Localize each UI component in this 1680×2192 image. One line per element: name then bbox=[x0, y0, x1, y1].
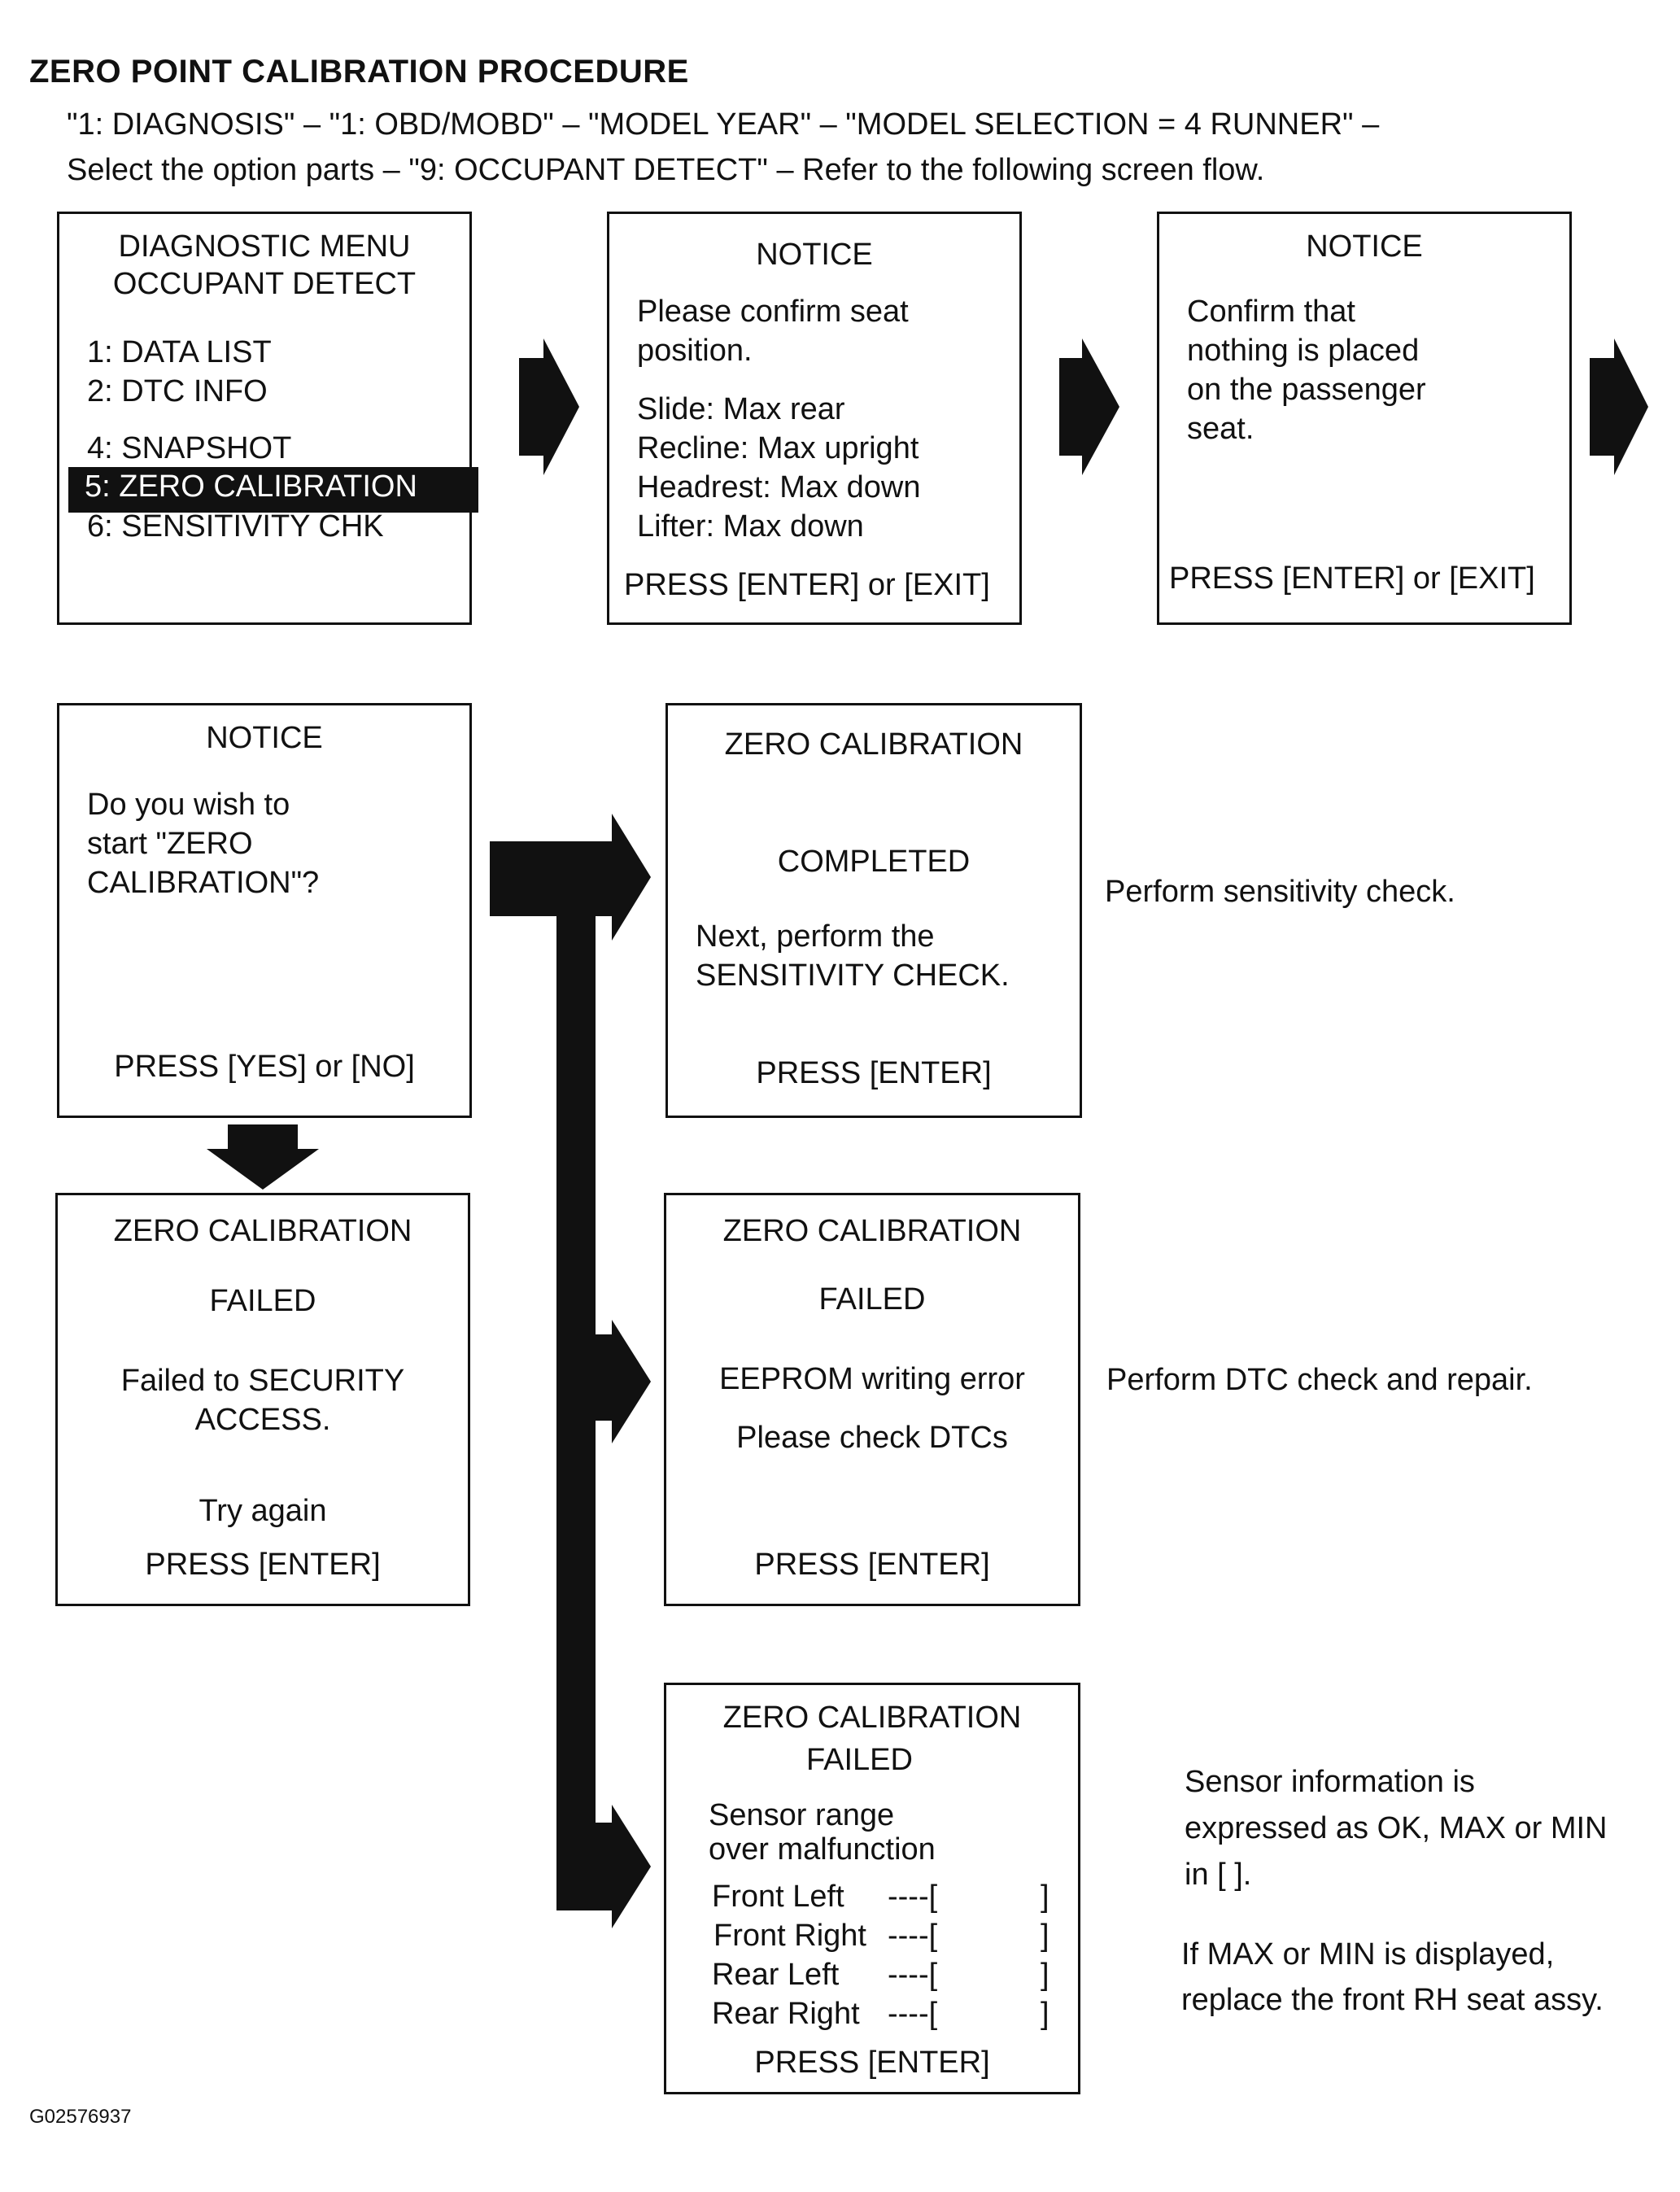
setting-slide: Slide: Max rear bbox=[637, 392, 845, 426]
page-title: ZERO POINT CALIBRATION PROCEDURE bbox=[29, 54, 689, 90]
sensor-bracket-rear-right: ] bbox=[1041, 1997, 1049, 2031]
question-line-3: CALIBRATION"? bbox=[87, 866, 320, 900]
notice-header: NOTICE bbox=[756, 238, 873, 272]
press-enter: PRESS [ENTER] bbox=[754, 1548, 990, 1582]
notice-header: NOTICE bbox=[1306, 229, 1423, 264]
screen-header: ZERO CALIBRATION bbox=[724, 727, 1023, 762]
sensor-label-rear-right: Rear Right bbox=[712, 1997, 860, 2031]
failed-security-access-screen: ZERO CALIBRATION FAILED Failed to SECURI… bbox=[55, 1193, 470, 1606]
arrow-right-3 bbox=[1590, 338, 1648, 475]
press-enter: PRESS [ENTER] bbox=[754, 2046, 990, 2080]
sensor-bracket-front-right: ] bbox=[1041, 1919, 1049, 1953]
notice-line-2: nothing is placed bbox=[1187, 334, 1420, 368]
sensor-label-rear-left: Rear Left bbox=[712, 1958, 840, 1992]
menu-item-snapshot[interactable]: 4: SNAPSHOT bbox=[87, 431, 292, 465]
notice-line-3: on the passenger bbox=[1187, 373, 1426, 407]
menu-header-2: OCCUPANT DETECT bbox=[112, 267, 417, 301]
sensor-bracket-front-left: ] bbox=[1041, 1880, 1049, 1914]
status-failed: FAILED bbox=[806, 1743, 913, 1777]
arrow-down bbox=[207, 1124, 319, 1190]
sensor-dash-front-right: ----[ bbox=[888, 1919, 938, 1953]
notice-seat-position-screen: NOTICE Please confirm seat position. Sli… bbox=[607, 212, 1022, 625]
notice-line-4: seat. bbox=[1187, 412, 1255, 446]
status-failed: FAILED bbox=[818, 1282, 926, 1317]
note-sensor-info-2: expressed as OK, MAX or MIN bbox=[1185, 1811, 1608, 1845]
question-line-1: Do you wish to bbox=[87, 788, 290, 822]
screen-header: ZERO CALIBRATION bbox=[722, 1214, 1022, 1248]
notice-line-1: Confirm that bbox=[1187, 295, 1355, 329]
menu-item-data-list[interactable]: 1: DATA LIST bbox=[87, 335, 272, 369]
menu-item-zero-calibration-label: 5: ZERO CALIBRATION bbox=[85, 469, 417, 504]
sensor-range-line-1: Sensor range bbox=[709, 1798, 895, 1832]
sensor-label-front-left: Front Left bbox=[712, 1880, 844, 1914]
notice-start-calibration-screen: NOTICE Do you wish to start "ZERO CALIBR… bbox=[57, 703, 472, 1118]
setting-lifter: Lifter: Max down bbox=[637, 509, 864, 544]
notice-confirm-line-1: Please confirm seat bbox=[637, 295, 909, 329]
note-sensor-info-1: Sensor information is bbox=[1185, 1765, 1475, 1799]
menu-header-1: DIAGNOSTIC MENU bbox=[118, 229, 411, 264]
notice-confirm-line-2: position. bbox=[637, 334, 753, 368]
note-sensor-info-3: in [ ]. bbox=[1185, 1858, 1252, 1892]
press-enter: PRESS [ENTER] bbox=[145, 1548, 381, 1582]
branch-connector bbox=[490, 814, 651, 1928]
figure-id: G02576937 bbox=[29, 2106, 132, 2128]
arrow-right-1 bbox=[519, 338, 579, 475]
eeprom-error-screen: ZERO CALIBRATION FAILED EEPROM writing e… bbox=[664, 1193, 1080, 1606]
diagnostic-menu-screen: DIAGNOSTIC MENU OCCUPANT DETECT 1: DATA … bbox=[57, 212, 472, 625]
note-dtc-check: Perform DTC check and repair. bbox=[1106, 1363, 1533, 1397]
notice-passenger-seat-screen: NOTICE Confirm that nothing is placed on… bbox=[1157, 212, 1572, 625]
screen-header: ZERO CALIBRATION bbox=[722, 1701, 1022, 1735]
try-again-text: Try again bbox=[199, 1494, 327, 1528]
sensor-dash-rear-right: ----[ bbox=[888, 1997, 938, 2031]
intro-line-2: Select the option parts – "9: OCCUPANT D… bbox=[67, 153, 1265, 187]
failure-line-1: Failed to SECURITY bbox=[120, 1364, 405, 1398]
next-step-line-1: Next, perform the bbox=[696, 919, 935, 954]
press-enter-or-exit: PRESS [ENTER] or [EXIT] bbox=[624, 568, 990, 602]
sensor-range-error-screen: ZERO CALIBRATION FAILED Sensor range ove… bbox=[664, 1683, 1080, 2094]
menu-item-dtc-info[interactable]: 2: DTC INFO bbox=[87, 374, 268, 408]
setting-headrest: Headrest: Max down bbox=[637, 470, 921, 504]
sensor-bracket-rear-left: ] bbox=[1041, 1958, 1049, 1992]
menu-item-sensitivity-chk[interactable]: 6: SENSITIVITY CHK bbox=[87, 509, 384, 544]
sensor-label-front-right: Front Right bbox=[713, 1919, 866, 1953]
press-yes-or-no: PRESS [YES] or [NO] bbox=[114, 1050, 415, 1084]
note-replace-2: replace the front RH seat assy. bbox=[1181, 1983, 1604, 2017]
next-step-line-2: SENSITIVITY CHECK. bbox=[696, 958, 1010, 993]
press-enter-or-exit: PRESS [ENTER] or [EXIT] bbox=[1169, 561, 1535, 596]
intro-line-1: "1: DIAGNOSIS" – "1: OBD/MOBD" – "MODEL … bbox=[67, 107, 1380, 142]
note-replace-1: If MAX or MIN is displayed, bbox=[1181, 1937, 1555, 1971]
screen-header: ZERO CALIBRATION bbox=[113, 1214, 412, 1248]
menu-item-zero-calibration[interactable]: 5: ZERO CALIBRATION bbox=[68, 467, 478, 513]
status-completed: COMPLETED bbox=[777, 845, 971, 879]
note-sensitivity-check: Perform sensitivity check. bbox=[1105, 875, 1455, 909]
sensor-dash-rear-left: ----[ bbox=[888, 1958, 938, 1992]
setting-recline: Recline: Max upright bbox=[637, 431, 919, 465]
arrow-right-2 bbox=[1059, 338, 1119, 475]
check-dtcs-text: Please check DTCs bbox=[736, 1421, 1008, 1455]
press-enter: PRESS [ENTER] bbox=[756, 1056, 992, 1090]
notice-header: NOTICE bbox=[206, 721, 323, 755]
sensor-range-line-2: over malfunction bbox=[709, 1832, 936, 1867]
eeprom-error-text: EEPROM writing error bbox=[719, 1362, 1025, 1396]
status-failed: FAILED bbox=[209, 1284, 316, 1318]
failure-line-2: ACCESS. bbox=[194, 1403, 331, 1437]
calibration-completed-screen: ZERO CALIBRATION COMPLETED Next, perform… bbox=[665, 703, 1082, 1118]
question-line-2: start "ZERO bbox=[87, 827, 253, 861]
sensor-dash-front-left: ----[ bbox=[888, 1880, 938, 1914]
